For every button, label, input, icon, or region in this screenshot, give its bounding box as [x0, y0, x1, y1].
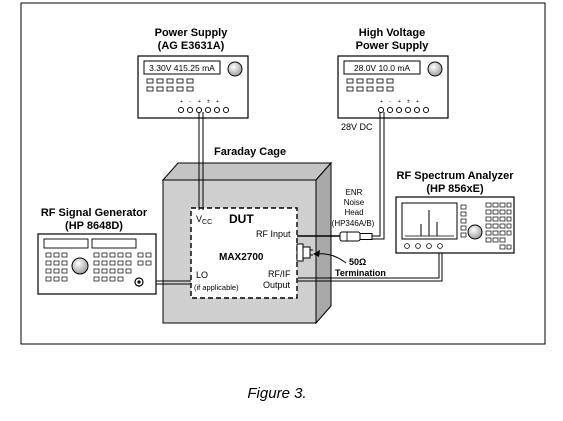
hv-supply-terminal-signs: +-+±+ [380, 99, 419, 105]
spectrum-analyzer-knob-icon [467, 224, 483, 240]
signal-generator-title-2: (HP 8648D) [65, 220, 123, 232]
faraday-cage-label: Faraday Cage [214, 146, 286, 158]
hv-supply-display [343, 60, 421, 75]
spectrum-analyzer-title-1: RF Spectrum Analyzer [397, 170, 515, 182]
svg-text:±: ± [407, 99, 410, 105]
hv-supply-title-2: Power Supply [356, 40, 430, 52]
power-supply-knob-icon [227, 61, 243, 77]
svg-text:-: - [389, 99, 391, 105]
hv-supply-buttons [346, 78, 394, 92]
dut-rf-input-label: RF Input [256, 229, 291, 239]
dut-part-number: MAX2700 [219, 252, 264, 263]
dut-rfif-label-1: RF/IF [268, 269, 291, 279]
svg-text:+: + [416, 99, 419, 105]
faraday-cage-top [161, 162, 333, 181]
spectrum-analyzer-softkeys [460, 204, 467, 238]
hv-supply-title-1: High Voltage [359, 27, 425, 39]
power-supply-reading: 3.30V 415.25 mA [149, 63, 215, 73]
noise-head-label: ENR Noise Head (HP346A/B) [332, 188, 375, 228]
spectrum-analyzer: RF Spectrum Analyzer (HP 856xE) [395, 170, 515, 254]
svg-text:+: + [198, 99, 201, 105]
termination-label: Termination [335, 268, 386, 278]
dut-vcc-label: VCC [196, 214, 212, 226]
power-supply: Power Supply (AG E3631A) 3.30V 415.25 mA… [137, 27, 249, 119]
svg-text:+: + [398, 99, 401, 105]
power-supply-terminals [177, 106, 230, 114]
dut-rfif-label-2: Output [263, 280, 291, 290]
noise-head-icon [339, 231, 373, 242]
signal-generator-rf-out-pin [137, 280, 141, 284]
rfif-wire-2 [298, 249, 443, 282]
termination-arrowhead-icon [313, 250, 320, 257]
dut-outline [190, 207, 298, 299]
svg-text:-: - [189, 99, 191, 105]
hv-wire-2 [371, 112, 385, 240]
noise-head-line-3: Head [344, 208, 363, 217]
hv-supply-reading: 28.0V 10.0 mA [354, 63, 411, 73]
high-voltage-supply: High Voltage Power Supply 28.0V 10.0 mA … [337, 27, 449, 132]
dut-title: DUT [229, 212, 254, 226]
spectrum-analyzer-input-connectors [404, 243, 443, 249]
signal-generator-title-1: RF Signal Generator [41, 207, 148, 219]
hv-supply-terminals [377, 106, 430, 114]
power-supply-terminal-signs: +-+±+ [180, 99, 219, 105]
power-supply-buttons [146, 78, 194, 92]
rfif-wire-1 [298, 249, 440, 279]
svg-text:±: ± [207, 99, 210, 105]
hv-supply-knob-icon [427, 61, 443, 77]
termination-connector-icon [296, 243, 313, 262]
power-supply-title-1: Power Supply [155, 27, 229, 39]
dut-lo-note: (if applicable) [194, 283, 239, 292]
noise-head-line-2: Noise [344, 198, 365, 207]
signal-generator: RF Signal Generator (HP 8648D) [37, 207, 157, 295]
faraday-cage-side [315, 161, 332, 325]
signal-generator-display [43, 238, 89, 249]
spectrum-trace [405, 210, 454, 237]
noise-head-line-1: ENR [346, 188, 363, 197]
svg-text:+: + [216, 99, 219, 105]
dut-lo-label: LO [196, 270, 208, 280]
power-supply-display [143, 60, 221, 75]
noise-head-line-4: (HP346A/B) [332, 219, 375, 228]
svg-text:+: + [380, 99, 383, 105]
figure-caption: Figure 3. [247, 385, 306, 402]
spectrum-analyzer-title-2: (HP 856xE) [426, 183, 484, 195]
termination-value: 50Ω [349, 257, 366, 267]
hv-wire-1 [371, 112, 381, 237]
signal-generator-knob-icon [71, 257, 89, 275]
spectrum-analyzer-keypad [485, 202, 512, 250]
cables [146, 112, 443, 285]
svg-text:+: + [180, 99, 183, 105]
power-supply-title-2: (AG E3631A) [158, 40, 225, 52]
signal-generator-display-2 [91, 238, 137, 249]
dut-box: VCC DUT RF Input MAX2700 LO (if applicab… [190, 207, 298, 299]
signal-generator-buttons [45, 252, 152, 282]
hv-supply-output-label: 28V DC [341, 122, 373, 132]
